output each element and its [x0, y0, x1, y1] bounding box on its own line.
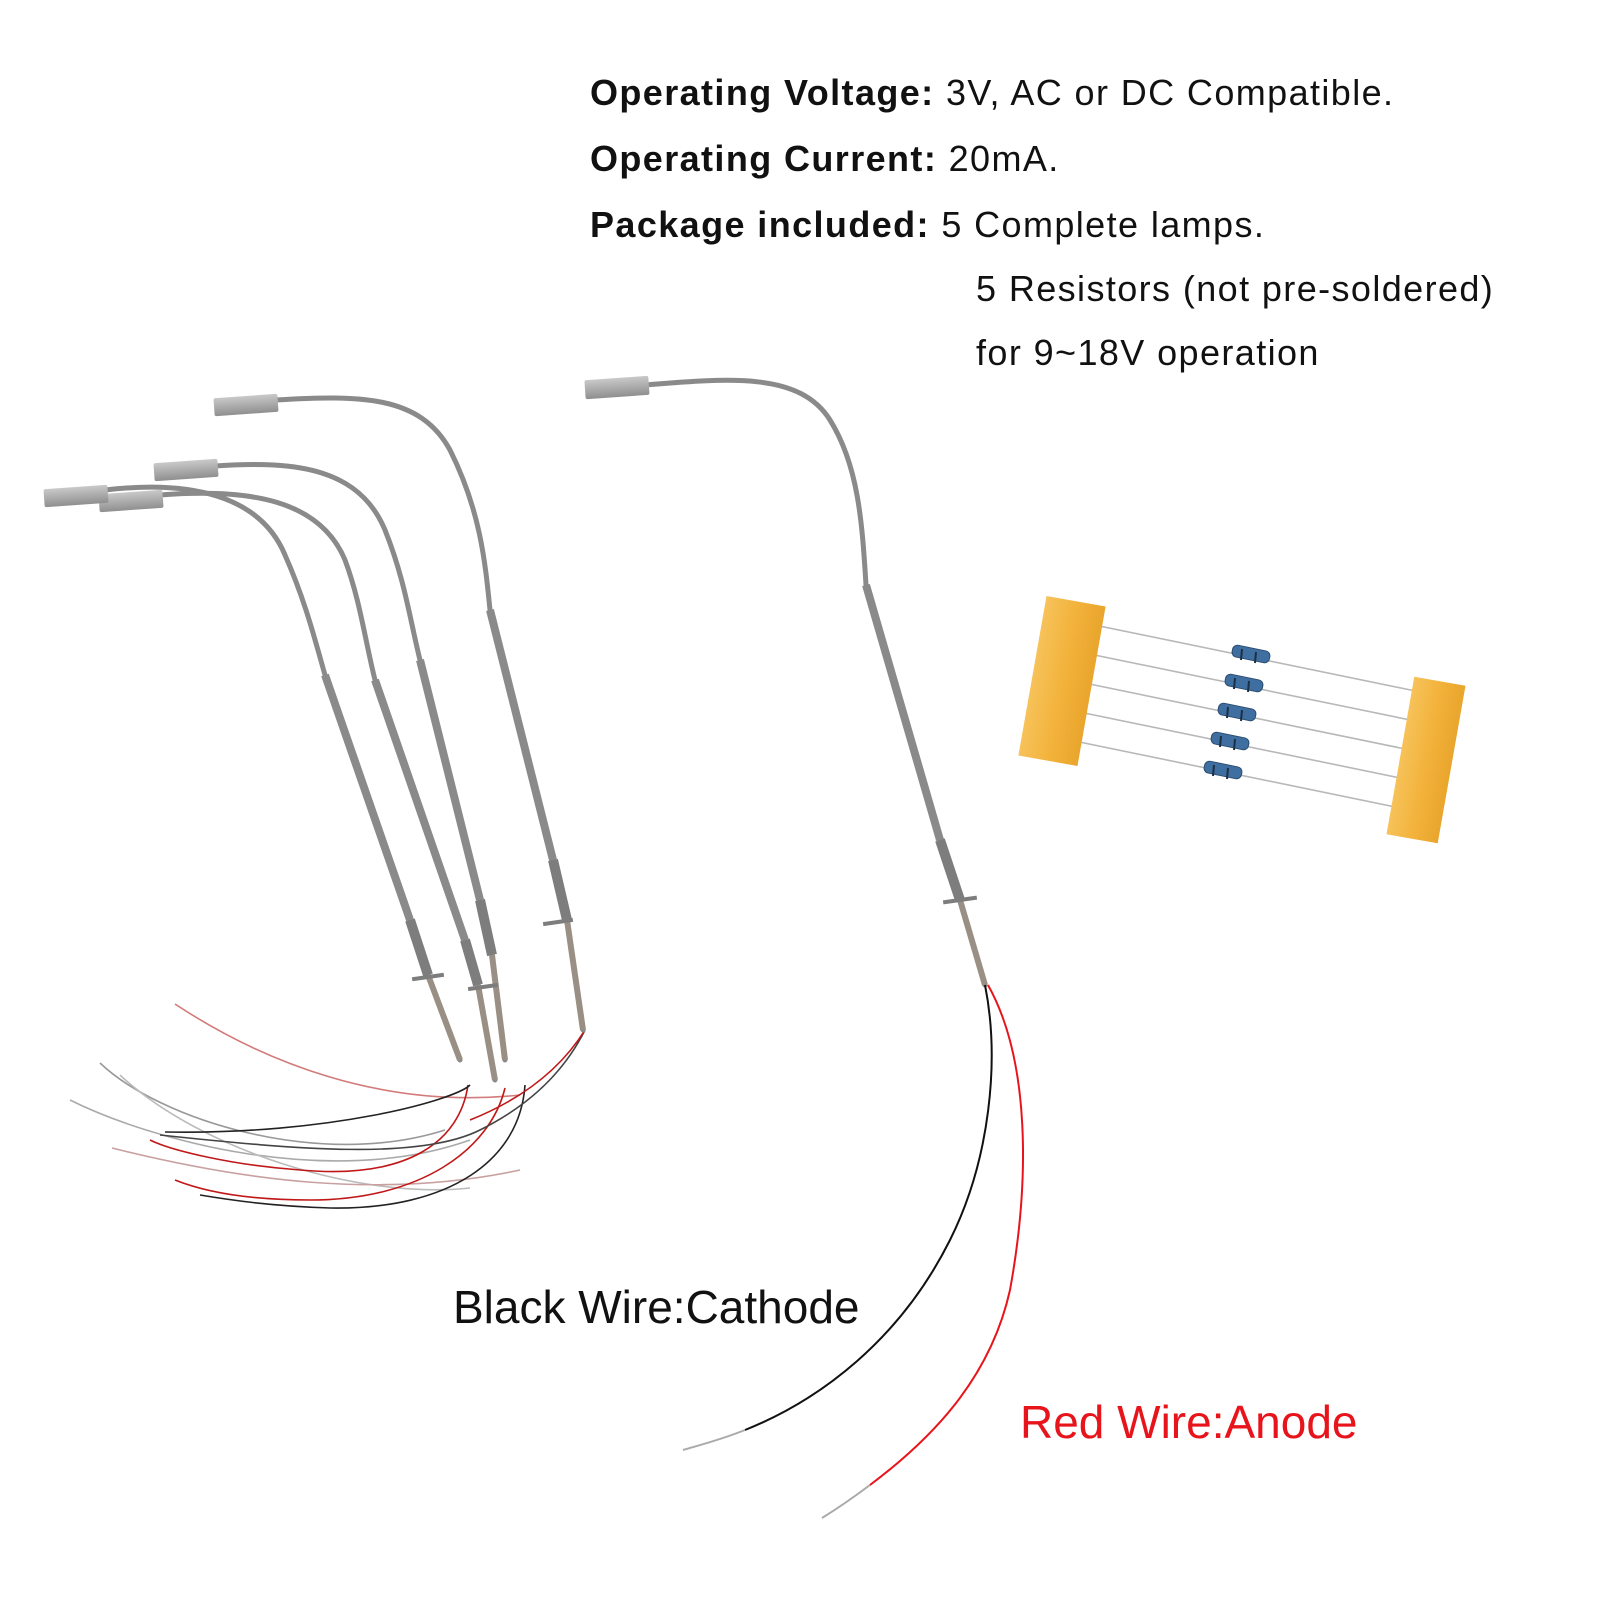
spec-current: Operating Current: 20mA. [590, 138, 1060, 180]
spec-voltage-value: 3V, AC or DC Compatible. [945, 72, 1395, 113]
spec-current-label: Operating Current: [590, 138, 938, 179]
spec-package-line-1: 5 Complete lamps. [941, 204, 1266, 245]
lamp-group-wires [69, 1003, 586, 1209]
red-wire-label: Red Wire:Anode [1020, 1396, 1358, 1448]
spec-package-label: Package included: [590, 204, 930, 245]
resistor-tape-right [1386, 676, 1466, 844]
lamp-4 [43, 484, 463, 1063]
black-wire [744, 984, 993, 1431]
lamp-group [43, 393, 586, 1209]
single-lamp [584, 375, 1024, 1519]
spec-current-value: 20mA. [948, 138, 1060, 179]
spec-voltage: Operating Voltage: 3V, AC or DC Compatib… [590, 72, 1394, 114]
spec-voltage-label: Operating Voltage: [590, 72, 935, 113]
spec-package: Package included: 5 Complete lamps. [590, 204, 1265, 246]
red-wire [869, 984, 1024, 1486]
lamp-2 [153, 458, 508, 1063]
spec-package-line-3: for 9~18V operation [976, 332, 1320, 373]
spec-package-line-2: 5 Resistors (not pre-soldered) [976, 268, 1495, 309]
resistor-tape-left [1018, 596, 1106, 766]
black-wire-label: Black Wire:Cathode [453, 1281, 860, 1333]
resistor-strip [1018, 596, 1466, 844]
lamp-1 [213, 393, 586, 1033]
lamp-3 [98, 489, 499, 1083]
